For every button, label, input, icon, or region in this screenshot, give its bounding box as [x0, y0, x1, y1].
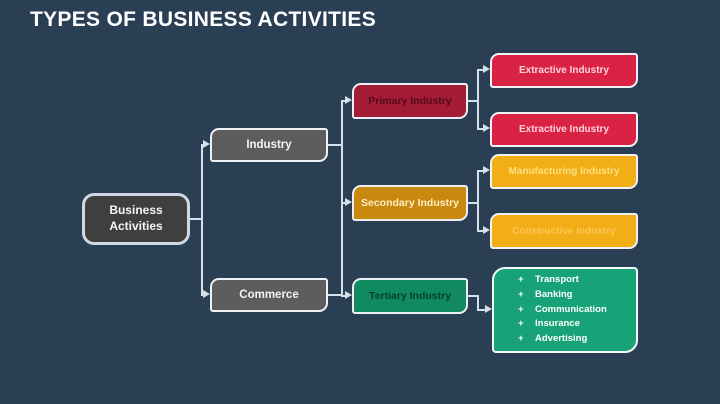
- node-label: Constructive Industry: [512, 225, 616, 237]
- node-extractive-industry-2: Extractive Industry: [490, 112, 638, 147]
- node-label: Business Activities: [109, 203, 163, 233]
- list-item: + Banking: [518, 288, 607, 303]
- connector-segment: [201, 144, 203, 296]
- connector-segment: [468, 100, 479, 102]
- connector-segment: [341, 100, 346, 102]
- arrowhead-icon: [345, 198, 352, 206]
- list-item: + Communication: [518, 303, 607, 318]
- arrowhead-icon: [345, 96, 352, 104]
- node-tertiary-industry: Tertiary Industry: [352, 278, 468, 314]
- list-item-label: Transport: [535, 274, 579, 286]
- slide-title: TYPES OF BUSINESS ACTIVITIES: [30, 8, 377, 31]
- node-business-activities: Business Activities: [82, 193, 190, 245]
- connector-segment: [190, 218, 203, 220]
- connector-segment: [328, 294, 342, 296]
- node-label: Primary Industry: [368, 95, 452, 107]
- list-item: + Advertising: [518, 332, 607, 347]
- services-list: + Transport + Banking + Communication + …: [494, 273, 607, 347]
- arrowhead-icon: [483, 166, 490, 174]
- node-label: Commerce: [239, 289, 299, 301]
- node-manufacturing-industry: Manufacturing Industry: [490, 154, 638, 189]
- node-tertiary-services: + Transport + Banking + Communication + …: [492, 267, 638, 353]
- list-item: + Insurance: [518, 317, 607, 332]
- connector-segment: [477, 128, 484, 130]
- connector-segment: [477, 170, 479, 231]
- node-label: Extractive Industry: [518, 65, 610, 76]
- connector-segment: [477, 170, 484, 172]
- connector-segment: [477, 295, 479, 311]
- node-primary-industry: Primary Industry: [352, 83, 468, 119]
- connector-segment: [328, 144, 343, 146]
- connector-segment: [341, 295, 346, 297]
- arrowhead-icon: [345, 291, 352, 299]
- arrowhead-icon: [483, 226, 490, 234]
- connector-segment: [477, 69, 484, 71]
- bullet-icon: +: [518, 333, 524, 345]
- node-label: Manufacturing Industry: [508, 166, 620, 177]
- list-item-label: Banking: [535, 288, 573, 300]
- node-industry: Industry: [210, 128, 328, 162]
- connector-segment: [341, 202, 346, 204]
- connector-segment: [468, 295, 479, 297]
- bullet-icon: +: [518, 274, 524, 286]
- connector-segment: [468, 202, 479, 204]
- connector-segment: [477, 309, 486, 311]
- node-label: Secondary Industry: [360, 197, 460, 209]
- arrowhead-icon: [483, 124, 490, 132]
- arrowhead-icon: [203, 290, 210, 298]
- arrowhead-icon: [203, 140, 210, 148]
- bullet-icon: +: [518, 288, 524, 300]
- node-label: Extractive Industry: [518, 124, 610, 135]
- list-item-label: Communication: [535, 303, 607, 315]
- bullet-icon: +: [518, 318, 524, 330]
- list-item-label: Advertising: [535, 333, 588, 345]
- node-label: Tertiary Industry: [368, 290, 452, 302]
- list-item: + Transport: [518, 273, 607, 288]
- arrowhead-icon: [485, 305, 492, 313]
- node-extractive-industry-1: Extractive Industry: [490, 53, 638, 88]
- bullet-icon: +: [518, 303, 524, 315]
- node-constructive-industry: Constructive Industry: [490, 213, 638, 249]
- connector-segment: [477, 69, 479, 130]
- connector-segment: [477, 230, 484, 232]
- node-commerce: Commerce: [210, 278, 328, 312]
- connector-segment: [341, 100, 343, 296]
- list-item-label: Insurance: [535, 318, 580, 330]
- node-secondary-industry: Secondary Industry: [352, 185, 468, 221]
- arrowhead-icon: [483, 65, 490, 73]
- node-label: Industry: [246, 139, 292, 151]
